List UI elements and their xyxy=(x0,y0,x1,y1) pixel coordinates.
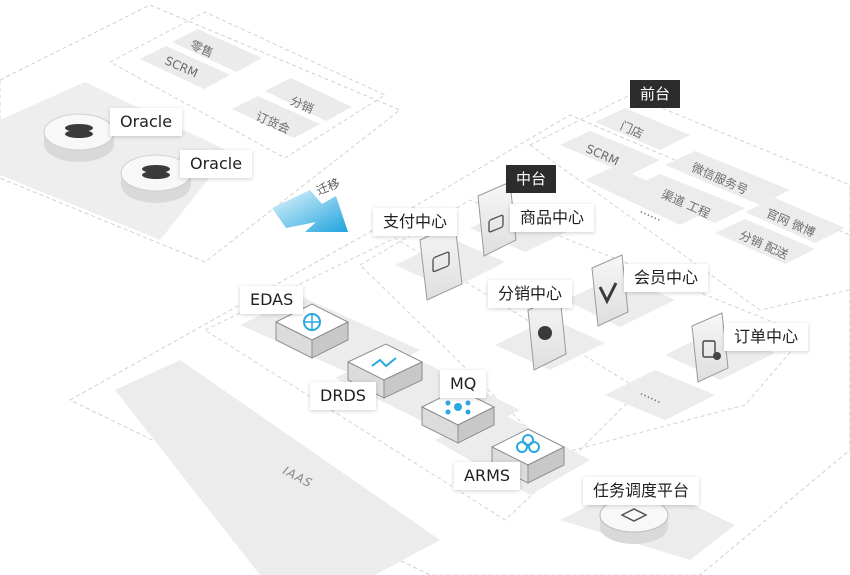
iaas-plate xyxy=(115,360,440,575)
arms-label: ARMS xyxy=(454,462,521,490)
drds-label: DRDS xyxy=(310,382,376,410)
middle-plate-more xyxy=(605,370,715,420)
distribution-center-label: 分销中心 xyxy=(488,280,573,308)
platform-region-outline xyxy=(68,114,850,575)
legacy-region-outline xyxy=(0,4,401,263)
oracle-label-2: Oracle xyxy=(180,150,253,178)
front-tile-store xyxy=(595,108,690,150)
drds-box xyxy=(346,343,424,399)
product-center-label: 商品中心 xyxy=(510,204,595,232)
order-center-label: 订单中心 xyxy=(724,323,809,351)
front-tile-site xyxy=(745,198,845,243)
member-center-label: 会员中心 xyxy=(624,264,709,292)
oracle-cylinder-2 xyxy=(120,154,192,203)
front-tile-channel xyxy=(630,174,745,223)
legacy-tile-retail xyxy=(172,29,262,72)
middle-tag: 中台 xyxy=(506,165,557,193)
product-panel xyxy=(477,181,517,257)
front-tile-dist xyxy=(715,219,815,264)
front-tile-wechat xyxy=(665,151,790,205)
legacy-tile-distribution xyxy=(265,78,352,121)
edas-label: EDAS xyxy=(240,286,304,314)
distribution-panel xyxy=(527,295,567,371)
payment-center-label: 支付中心 xyxy=(373,208,458,236)
legacy-modules-outline xyxy=(108,11,387,159)
scheduler-cylinder xyxy=(599,497,669,544)
scheduler-label: 任务调度平台 xyxy=(583,477,700,505)
order-panel xyxy=(691,312,729,383)
oracle-label-1: Oracle xyxy=(110,108,183,136)
migrate-arrow-icon xyxy=(272,190,348,232)
oracle-cylinder-1 xyxy=(43,113,115,162)
front-tag: 前台 xyxy=(630,80,681,108)
legacy-tile-ordermeet xyxy=(232,96,320,138)
front-region-outline xyxy=(529,94,850,311)
middleware-region-outline xyxy=(203,237,641,521)
front-tile-scrm xyxy=(560,131,660,175)
mq-label: MQ xyxy=(440,370,487,398)
mq-box xyxy=(420,388,496,444)
front-tile-more xyxy=(585,166,710,225)
legacy-tile-scrm xyxy=(140,46,230,89)
member-panel xyxy=(591,254,629,327)
